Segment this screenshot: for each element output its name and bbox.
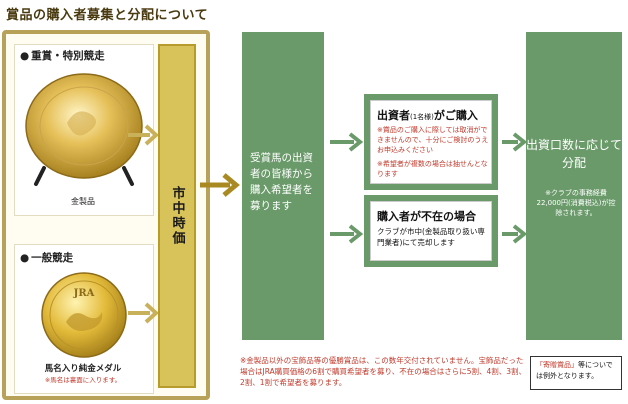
medal-caption: 馬名入り純金メダル — [44, 364, 122, 374]
investor-buy-title: 出資者(1名様)がご購入 — [377, 109, 478, 122]
arrow-right-icon — [200, 173, 240, 197]
distribution-note: ※クラブの事務経費22,000円(消費税込)が控除されます。 — [536, 189, 616, 217]
distribution-panel: 出資口数に応じて分配 ※クラブの事務経費22,000円(消費税込)が控除されます… — [526, 32, 622, 340]
section-label-general: ●一般競走 — [20, 252, 74, 264]
footnote: ※金製品以外の宝飾品等の優勝賞品は、この数年交付されていません。宝飾品だった場合… — [240, 356, 527, 387]
arrow-right-icon — [330, 132, 364, 152]
market-price-column: 市中時価 — [158, 44, 196, 388]
gold-plate-image — [25, 73, 143, 186]
investor-buy-card: 出資者(1名様)がご購入 ※賞品のご購入に際しては取消ができませんので、十分にご… — [370, 100, 492, 184]
distribution-title: 出資口数に応じて分配 — [526, 138, 623, 170]
medal-note: ※馬名は裏面に入ります。 — [44, 376, 122, 384]
donation-exception-box: 「寄贈賞品」等についでは例外となります。 — [530, 356, 622, 390]
arrow-right-icon — [128, 124, 159, 146]
investor-buy-note-lottery: ※希望者が複数の場合は抽せんとなります — [377, 160, 488, 178]
arrow-right-icon — [502, 132, 528, 152]
arrow-right-icon — [502, 224, 528, 244]
gold-product-caption: 金製品 — [71, 197, 95, 206]
absent-buyer-title: 購入者が不在の場合 — [377, 210, 476, 223]
owners-recruitment-text: 受賞馬の出資者の皆様から購入希望者を募ります — [250, 152, 313, 212]
arrow-right-icon — [330, 224, 364, 244]
section-label-graded: ●重賞・特別競走 — [20, 50, 105, 62]
page-title: 賞品の購入者募集と分配について — [6, 8, 209, 23]
medal-text: JRA — [73, 288, 95, 299]
arrow-right-icon — [128, 302, 159, 324]
investor-buy-note-cancel: ※賞品のご購入に際しては取消ができませんので、十分にご検討のうえお申込みください — [377, 126, 489, 154]
owners-recruitment-panel: 受賞馬の出資者の皆様から購入希望者を募ります — [242, 32, 324, 340]
absent-buyer-card: 購入者が不在の場合 クラブが市中(金製品取り扱い専門業者)にて売却します — [370, 201, 492, 261]
absent-buyer-text: クラブが市中(金製品取り扱い専門業者)にて売却します — [377, 227, 485, 247]
gold-medal-image: JRA — [41, 272, 127, 358]
